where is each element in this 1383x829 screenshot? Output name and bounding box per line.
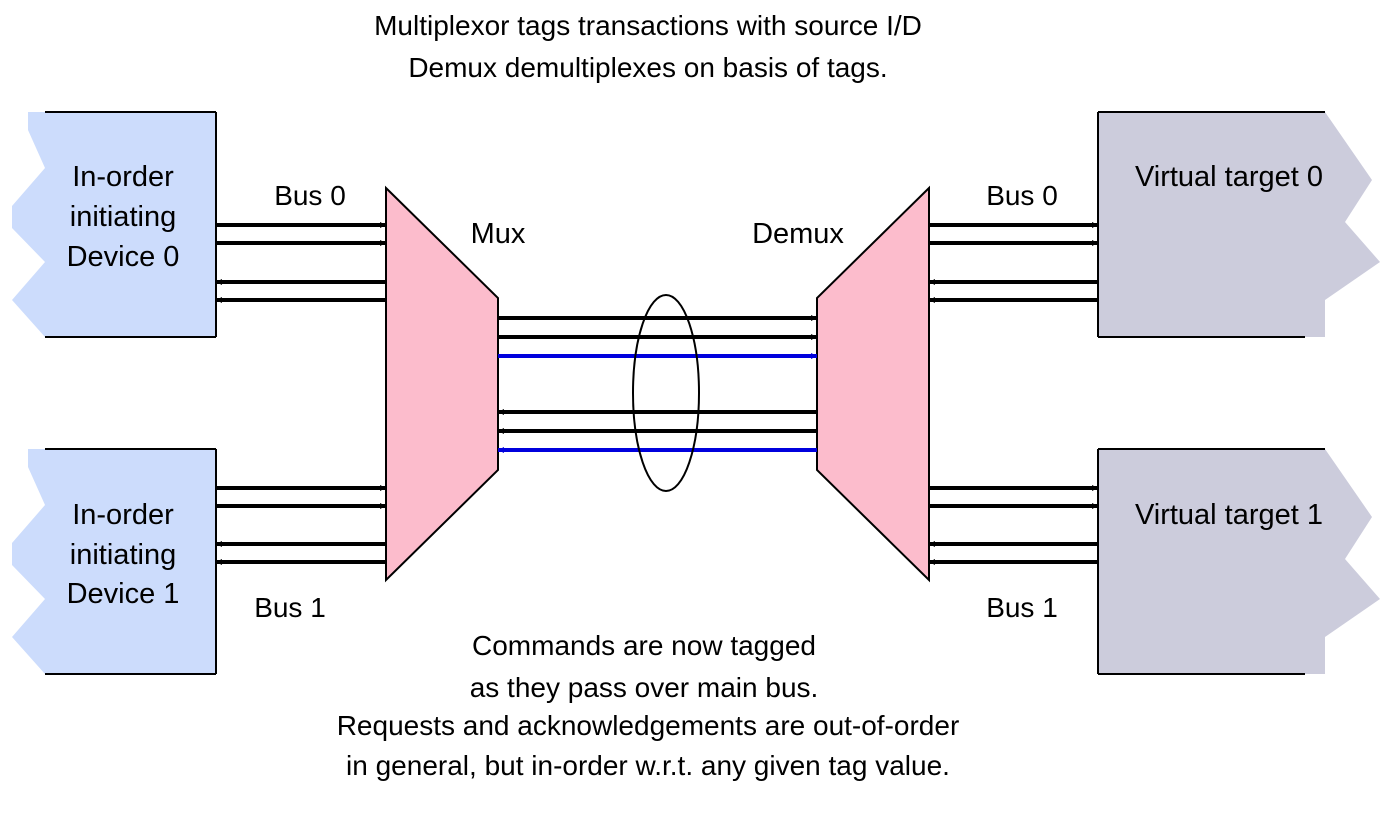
main-bus-lines [498, 315, 817, 453]
initiator-device-0-shape [12, 112, 216, 337]
top-note-line-2: Demux demultiplexes on basis of tags. [408, 52, 887, 83]
mux-label: Mux [471, 218, 526, 250]
initiator-device-1-label-2: initiating [70, 539, 176, 571]
virtual-target-1: Virtual target 1 [1097, 448, 1380, 675]
initiator-device-1: In-order initiating Device 1 [12, 448, 217, 675]
mux-block [385, 185, 499, 583]
demux-label: Demux [752, 218, 844, 250]
initiator-device-1-shape [12, 449, 216, 674]
initiator-device-0-label-1: In-order [72, 161, 174, 193]
virtual-target-0: Virtual target 0 [1097, 111, 1380, 338]
left-bus-1-label: Bus 1 [254, 592, 326, 623]
top-note-line-1: Multiplexor tags transactions with sourc… [374, 10, 922, 41]
left-bus-0-label: Bus 0 [274, 180, 346, 211]
right-bus-0-lines [929, 222, 1098, 303]
bottom-note-line-4: in general, but in-order w.r.t. any give… [346, 750, 950, 781]
right-bus-1-lines [929, 485, 1098, 565]
initiator-device-0-label-2: initiating [70, 201, 176, 233]
bottom-note-line-3: Requests and acknowledgements are out-of… [337, 710, 960, 741]
right-bus-0-label: Bus 0 [986, 180, 1058, 211]
bottom-note-line-2: as they pass over main bus. [470, 672, 819, 703]
initiator-device-1-label-3: Device 1 [67, 578, 180, 610]
virtual-target-1-label: Virtual target 1 [1135, 499, 1323, 531]
demux-block [816, 185, 930, 583]
bottom-note-line-1: Commands are now tagged [472, 630, 816, 661]
initiator-device-0: In-order initiating Device 0 [12, 111, 217, 338]
virtual-target-0-shape [1098, 112, 1380, 337]
virtual-target-1-shape [1098, 449, 1380, 674]
right-bus-1-label: Bus 1 [986, 592, 1058, 623]
left-bus-0-lines [216, 222, 386, 303]
initiator-device-0-label-3: Device 0 [67, 241, 180, 273]
initiator-device-1-label-1: In-order [72, 499, 174, 531]
main-bus-grouping-ellipse [632, 294, 700, 492]
left-bus-1-lines [216, 485, 386, 565]
virtual-target-0-label: Virtual target 0 [1135, 161, 1323, 193]
